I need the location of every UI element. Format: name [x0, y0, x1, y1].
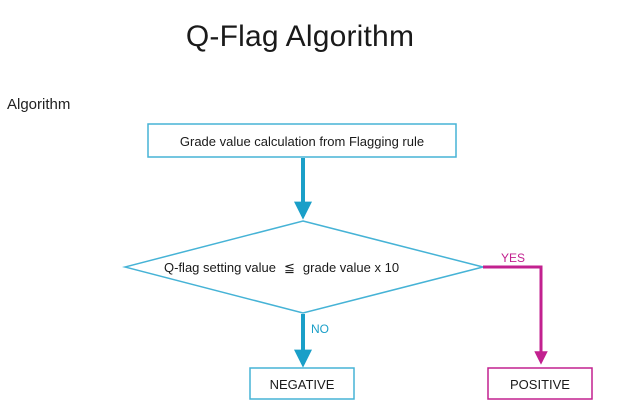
- positive-box: POSITIVE: [487, 367, 593, 400]
- negative-box: NEGATIVE: [249, 367, 355, 400]
- section-label: Algorithm: [7, 96, 71, 113]
- decision-operator: ≦: [284, 260, 295, 275]
- decision-diamond: Q-flag setting value ≦ grade value x 10: [122, 220, 484, 314]
- page-title: Q-Flag Algorithm: [185, 20, 415, 53]
- process-box: Grade value calculation from Flagging ru…: [147, 123, 457, 158]
- decision-text-left: Q-flag setting value: [164, 260, 276, 275]
- decision-label: Q-flag setting value ≦ grade value x 10: [164, 260, 399, 275]
- process-box-label: Grade value calculation from Flagging ru…: [180, 134, 424, 149]
- arrow-yes: [483, 265, 548, 365]
- positive-box-label: POSITIVE: [510, 377, 570, 392]
- negative-box-label: NEGATIVE: [270, 377, 335, 392]
- no-label: NO: [311, 322, 329, 336]
- yes-label: YES: [501, 251, 525, 265]
- decision-text-right: grade value x 10: [303, 260, 399, 275]
